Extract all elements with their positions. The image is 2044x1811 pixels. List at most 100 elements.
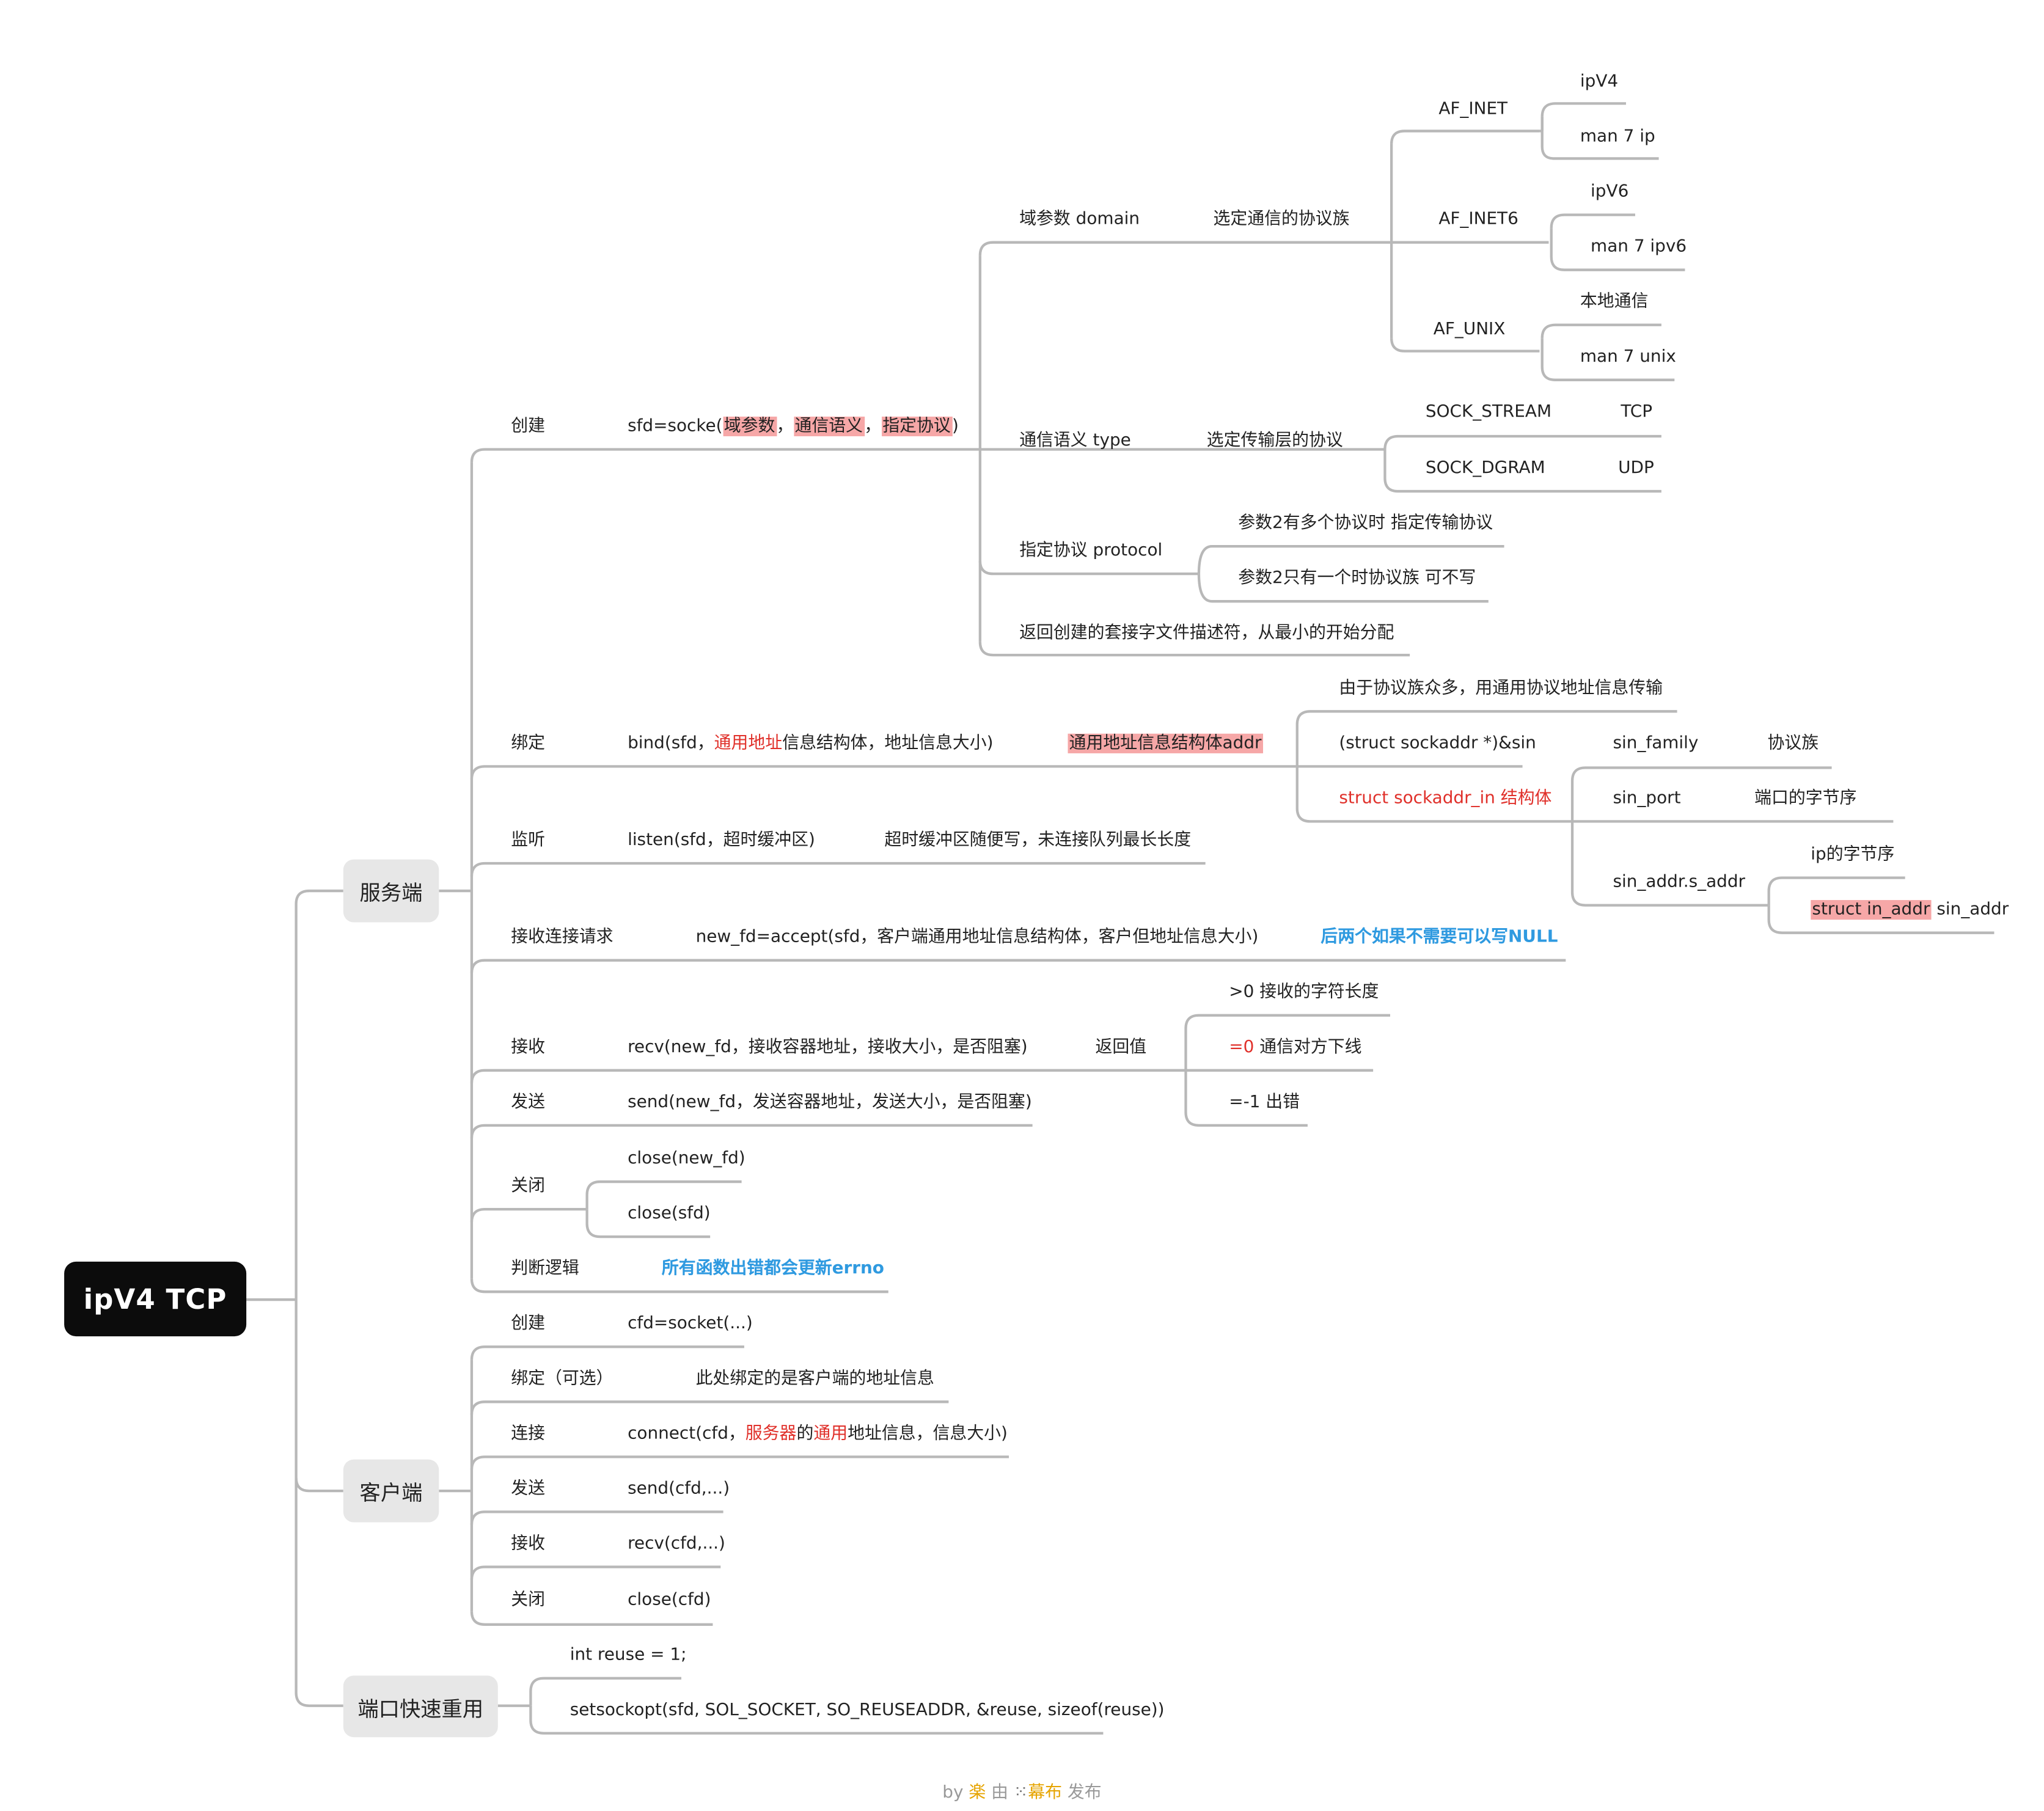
sin-addr[interactable]: sin_addr.s_addr [1613,873,1746,893]
recv-ret-positive[interactable]: >0 接收的字符长度 [1229,982,1379,1003]
af-inet-node[interactable]: AF_INET [1438,99,1508,120]
bind-call-generic: 通用地址 [714,733,783,753]
create-node[interactable]: 创建 [511,416,546,437]
sin-family-desc[interactable]: 协议族 [1767,733,1819,753]
client-connect-node[interactable]: 连接 [511,1424,546,1444]
accept-node[interactable]: 接收连接请求 [511,927,614,948]
af-inet6-ipv6[interactable]: ipV6 [1591,182,1629,202]
close-newfd[interactable]: close(new_fd) [628,1149,745,1169]
client-recv-node[interactable]: 接收 [511,1534,546,1554]
recv-ret-zero[interactable]: =0 通信对方下线 [1229,1036,1361,1058]
af-inet6-man[interactable]: man 7 ipv6 [1591,237,1687,257]
af-unix-node[interactable]: AF_UNIX [1433,320,1506,340]
domain-node[interactable]: 域参数 domain [1019,210,1140,230]
sin-port[interactable]: sin_port [1613,788,1681,808]
recv-return-node[interactable]: 返回值 [1095,1037,1147,1058]
client-connect-call[interactable]: connect(cfd，服务器的通用地址信息，信息大小) [628,1423,1008,1445]
footer-end: 发布 [1062,1783,1102,1803]
footer-brand: 幕布 [1028,1783,1063,1803]
arg-domain: 域参数 [722,416,777,437]
footer-author: 楽 [969,1783,986,1803]
sin-family[interactable]: sin_family [1613,733,1699,753]
client-node[interactable]: 客户端 [343,1459,439,1523]
accept-note[interactable]: 后两个如果不需要可以写NULL [1321,927,1558,948]
socket-call-sep: ， [864,416,882,437]
client-send-node[interactable]: 发送 [511,1479,546,1499]
addr-struct-label: 通用地址信息结构体addr [1068,733,1263,753]
sockaddr-in-node[interactable]: struct sockaddr_in 结构体 [1339,788,1552,808]
send-node[interactable]: 发送 [511,1092,546,1113]
af-unix-local[interactable]: 本地通信 [1580,292,1649,312]
protocol-node[interactable]: 指定协议 protocol [1019,541,1163,561]
arg-type: 通信语义 [793,416,865,437]
af-inet-ipv4[interactable]: ipV4 [1580,71,1619,92]
root-node[interactable]: ipV4 TCP [64,1261,247,1337]
socket-call[interactable]: sfd=socke(域参数，通信语义，指定协议) [628,415,959,437]
connect-call-generic: 通用 [813,1424,848,1444]
sin-addr-desc[interactable]: ip的字节序 [1811,845,1895,865]
close-node[interactable]: 关闭 [511,1176,546,1196]
af-unix-man[interactable]: man 7 unix [1580,347,1676,367]
close-sfd[interactable]: close(sfd) [628,1204,711,1224]
send-call[interactable]: send(new_fd，发送容器地址，发送大小，是否阻塞) [628,1092,1032,1113]
bind-call[interactable]: bind(sfd，通用地址信息结构体，地址信息大小) [628,733,993,755]
addr-note[interactable]: 由于协议族众多，用通用协议地址信息传输 [1339,678,1663,698]
connect-call-prefix: connect(cfd， [628,1424,745,1444]
logic-node[interactable]: 判断逻辑 [511,1259,579,1279]
reuse-var[interactable]: int reuse = 1; [570,1645,687,1666]
in-addr-node[interactable]: struct in_addr sin_addr [1811,899,2009,921]
sin-port-desc[interactable]: 端口的字节序 [1754,788,1857,808]
listen-call[interactable]: listen(sfd，超时缓冲区) [628,830,815,851]
recv-node[interactable]: 接收 [511,1037,546,1058]
recv-call[interactable]: recv(new_fd，接收容器地址，接收大小，是否阻塞) [628,1037,1028,1058]
type-node[interactable]: 通信语义 type [1019,431,1131,451]
client-recv-call[interactable]: recv(cfd,...) [628,1534,725,1554]
sock-stream-tcp[interactable]: TCP [1621,402,1653,422]
arg-protocol: 指定协议 [881,416,952,437]
client-close-node[interactable]: 关闭 [511,1590,546,1611]
port-reuse-node[interactable]: 端口快速重用 [343,1675,498,1738]
footer-by: by [942,1783,969,1803]
recv-ret-error[interactable]: =-1 出错 [1229,1092,1300,1113]
connect-call-of: 的 [796,1424,814,1444]
domain-desc[interactable]: 选定通信的协议族 [1213,210,1350,230]
client-create-call[interactable]: cfd=socket(...) [628,1314,753,1334]
listen-node[interactable]: 监听 [511,830,546,851]
server-node[interactable]: 服务端 [343,859,439,923]
af-inet-man[interactable]: man 7 ip [1580,126,1655,147]
sock-stream[interactable]: SOCK_STREAM [1425,402,1552,422]
client-send-call[interactable]: send(cfd,...) [628,1479,730,1499]
socket-call-sep: ， [776,416,794,437]
in-addr-member: sin_addr [1931,900,2009,920]
addr-cast[interactable]: (struct sockaddr *)&sin [1339,733,1536,753]
footer-credit: by 楽 由 ⁙幕布 发布 [0,1778,2044,1803]
bind-call-suffix: 信息结构体，地址信息大小) [782,733,994,753]
af-inet6-node[interactable]: AF_INET6 [1438,210,1518,230]
in-addr-type: struct in_addr [1811,900,1932,920]
client-bind-node[interactable]: 绑定（可选） [511,1369,614,1389]
connect-call-suffix: 地址信息，信息大小) [848,1424,1008,1444]
bind-node[interactable]: 绑定 [511,733,546,753]
protocol-item-1[interactable]: 参数2有多个协议时 指定传输协议 [1238,513,1493,533]
socket-return[interactable]: 返回创建的套接字文件描述符，从最小的开始分配 [1019,623,1394,643]
client-bind-desc[interactable]: 此处绑定的是客户端的地址信息 [695,1369,934,1389]
client-create-node[interactable]: 创建 [511,1314,546,1334]
connect-call-server: 服务器 [745,1424,797,1444]
bind-call-prefix: bind(sfd， [628,733,714,753]
footer-mid: 由 [986,1783,1014,1803]
sock-dgram-udp[interactable]: UDP [1618,458,1654,478]
addr-struct-node[interactable]: 通用地址信息结构体addr [1068,733,1263,755]
reuse-setsockopt[interactable]: setsockopt(sfd, SOL_SOCKET, SO_REUSEADDR… [570,1700,1165,1721]
client-close-call[interactable]: close(cfd) [628,1590,711,1611]
protocol-item-2[interactable]: 参数2只有一个时协议族 可不写 [1238,568,1476,588]
listen-desc[interactable]: 超时缓冲区随便写，未连接队列最长长度 [884,830,1192,851]
recv-ret-zero-code: =0 [1229,1037,1255,1058]
socket-call-suffix: ) [951,416,959,437]
sock-dgram[interactable]: SOCK_DGRAM [1425,458,1545,478]
mubu-logo-icon: ⁙ [1013,1783,1028,1803]
accept-call[interactable]: new_fd=accept(sfd，客户端通用地址信息结构体，客户但地址信息大小… [695,927,1259,948]
type-desc[interactable]: 选定传输层的协议 [1206,431,1343,451]
logic-note[interactable]: 所有函数出错都会更新errno [661,1259,884,1279]
